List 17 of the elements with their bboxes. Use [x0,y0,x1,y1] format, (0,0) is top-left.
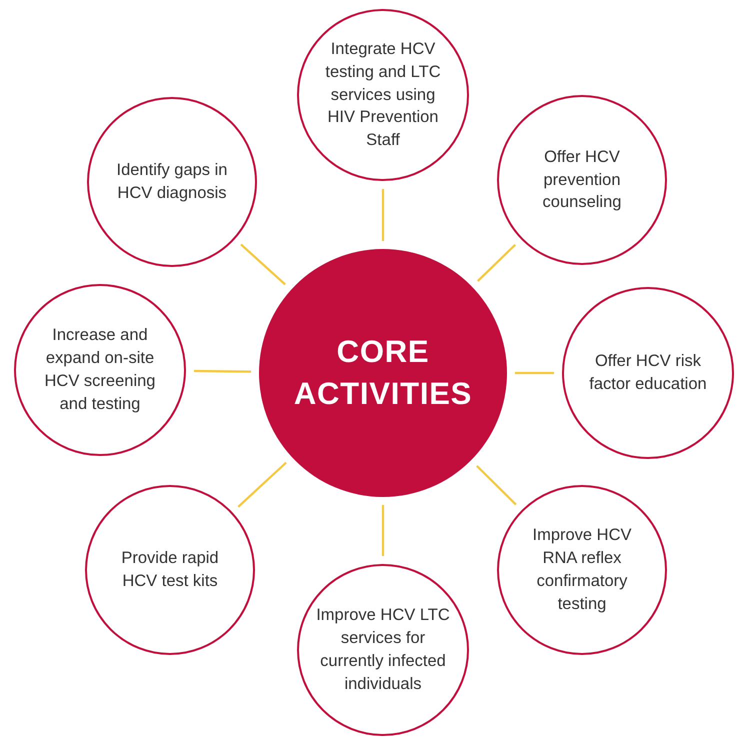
activity-text: Increase and expand on-site HCV screening and testing [44,325,156,415]
center-title: CORE ACTIVITIES [292,333,474,413]
activity-text: Improve HCV RNA reflex confirmatory testing [531,525,633,615]
activity-text: Provide rapid HCV test kits [120,548,220,592]
activity-text: Improve HCV LTC services for currently infected individuals [315,605,451,695]
connector-line [194,370,252,373]
activity-text: Offer HCV risk factor education [588,351,708,395]
connector-line [382,505,384,556]
connector-line [515,372,554,374]
activity-text: Integrate HCV testing and LTC services using HIV Prevention Staff [324,39,442,152]
connector-line [382,189,384,241]
connector-line [240,244,286,286]
activity-text: Offer HCV prevention counseling [542,146,622,214]
activity-text: Identify gaps in HCV diagnosis [116,160,228,204]
connector-line [477,244,516,282]
connector-line [238,462,287,508]
connector-line [476,465,517,506]
